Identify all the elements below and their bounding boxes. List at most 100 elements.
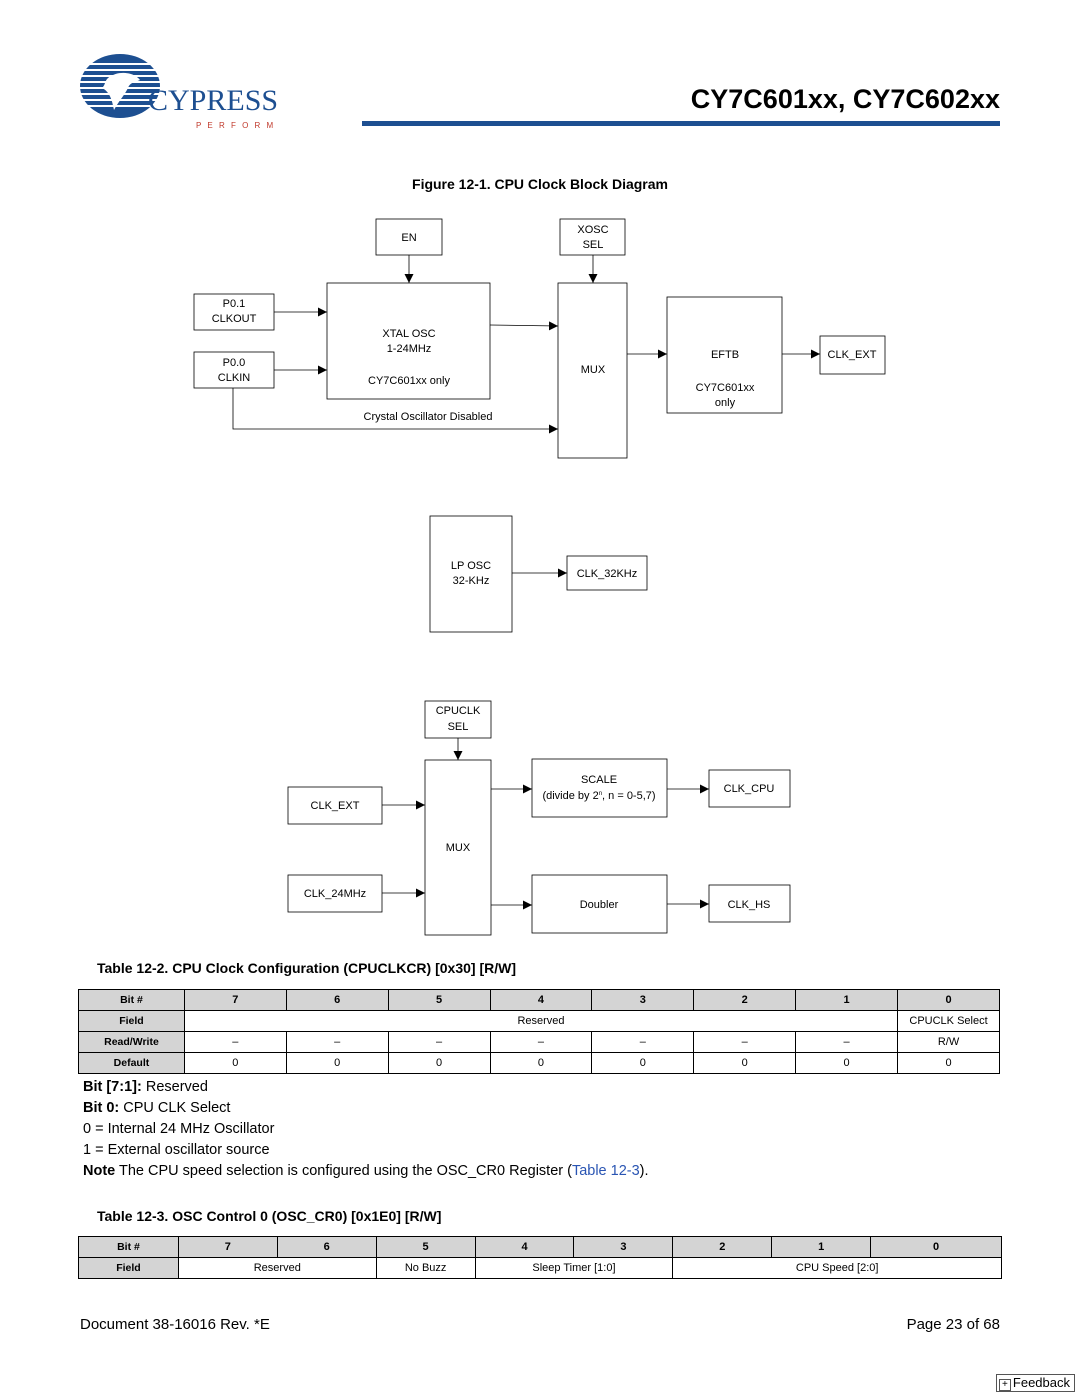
rw-cell: – [387,1031,491,1053]
brand-tagline: P E R F O R M [196,121,275,130]
bit-5: 5 [375,1236,476,1258]
note: Note The CPU speed selection is configur… [83,1163,649,1179]
bit-description: Bit [7:1]: Reserved Bit 0: CPU CLK Selec… [83,1077,649,1182]
rw-cell: – [693,1031,797,1053]
table-12-3-link[interactable]: Table 12-3 [571,1163,640,1179]
clkout-label: CLKOUT [212,313,257,325]
bit-0-desc: Bit 0: CPU CLK Select [83,1100,231,1116]
feedback-label: Feedback [1012,1375,1070,1390]
option-1: 1 = External oscillator source [83,1142,270,1158]
page-number: Page 23 of 68 [906,1316,1000,1333]
clk-hs-label: CLK_HS [728,899,771,911]
row-label: Bit # [78,1236,179,1258]
xosc-sel-label: SEL [583,239,604,251]
bit-2: 2 [693,989,797,1011]
eftb-only-label: only [715,397,736,409]
bit-0: 0 [870,1236,1002,1258]
globe-icon [80,54,160,118]
row-label: Bit # [78,989,185,1011]
mux-top-label: MUX [581,364,606,376]
osc-cr0-register-table: Bit # 7 6 5 4 3 2 1 0 Field Reserved No … [78,1236,1002,1279]
option-0: 0 = Internal 24 MHz Oscillator [83,1121,275,1137]
rw-cell: – [285,1031,389,1053]
xosc-label: XOSC [577,224,608,236]
scale-label: SCALE [581,774,617,786]
mux-box-top [557,282,628,459]
field-reserved: Reserved [183,1010,899,1032]
p00-label: P0.0 [223,357,246,369]
cpuclkcr-register-table: Bit # 7 6 5 4 3 2 1 0 Field Reserved CPU… [78,989,1000,1074]
feedback-button[interactable]: +Feedback [995,1374,1075,1392]
plus-icon: + [998,1379,1011,1391]
row-label: Default [78,1052,185,1074]
row-label: Read/Write [78,1031,185,1053]
rw-cell: – [795,1031,899,1053]
cypress-logo: CYPRESS P E R F O R M [78,52,293,134]
clk-24mhz-label: CLK_24MHz [304,888,366,900]
default-cell: 0 [183,1052,287,1074]
default-cell: 0 [897,1052,1000,1074]
scale-box [531,758,668,818]
bit-4: 4 [474,1236,575,1258]
bit-5: 5 [387,989,491,1011]
xtal-osc-box [326,282,491,400]
figure-caption: Figure 12-1. CPU Clock Block Diagram [412,176,668,192]
bit-3: 3 [591,989,695,1011]
bit-4: 4 [489,989,593,1011]
bit-number-row: Bit # 7 6 5 4 3 2 1 0 [78,1236,1002,1258]
cpuclk-label: CPUCLK [436,705,481,717]
clk-ext-top-label: CLK_EXT [828,349,877,361]
bit-2: 2 [672,1236,773,1258]
xosc-sel-box [559,218,626,256]
field-row: Field Reserved No Buzz Sleep Timer [1:0]… [78,1257,1002,1279]
xtal-only-label: CY7C601xx only [368,375,450,387]
bit-7-1-desc: Bit [7:1]: Reserved [83,1079,208,1095]
rw-cell: – [591,1031,695,1053]
xtal-osc-label: XTAL OSC [382,328,435,340]
lp-osc-label: LP OSC [451,560,491,572]
row-label: Field [78,1010,185,1032]
document-number: Document 38-16016 Rev. *E [80,1316,270,1333]
header-rule [362,121,1000,126]
clk-ext-box-top [819,335,886,375]
clk-ext-box-bottom [287,786,383,825]
table-12-2-caption: Table 12-2. CPU Clock Configuration (CPU… [97,960,516,976]
eftb-label: EFTB [711,349,739,361]
default-cell: 0 [795,1052,899,1074]
default-cell: 0 [693,1052,797,1074]
bit-1: 1 [771,1236,872,1258]
table-12-3-caption: Table 12-3. OSC Control 0 (OSC_CR0) [0x1… [97,1208,442,1224]
default-cell: 0 [489,1052,593,1074]
scale-divide-label: (divide by 2n, n = 0-5,7) [542,790,655,802]
clk-cpu-label: CLK_CPU [724,783,775,795]
lp-osc-box [429,515,513,633]
field-cpu-speed: CPU Speed [2:0] [672,1257,1002,1279]
default-cell: 0 [387,1052,491,1074]
clkin-label: CLKIN [218,372,250,384]
field-cpuclk-select: CPUCLK Select [897,1010,1000,1032]
eftb-box [666,296,783,414]
lp-freq-label: 32-KHz [453,575,490,587]
bit-7: 7 [177,1236,278,1258]
bit-7: 7 [183,989,287,1011]
brand-wordmark: CYPRESS [148,84,278,117]
cpuclk-sel-label: SEL [448,721,469,733]
clk-24mhz-box [287,874,383,913]
doubler-label: Doubler [580,899,619,911]
eftb-part-label: CY7C601xx [696,382,755,394]
field-sleep-timer: Sleep Timer [1:0] [474,1257,674,1279]
rw-cell: – [489,1031,593,1053]
rw-cell: R/W [897,1031,1000,1053]
field-row: Field Reserved CPUCLK Select [78,1010,1000,1032]
bit-6: 6 [276,1236,377,1258]
bit-3: 3 [573,1236,674,1258]
field-no-buzz: No Buzz [375,1257,476,1279]
clk-ext-bottom-label: CLK_EXT [311,800,360,812]
clk-32khz-label: CLK_32KHz [577,568,638,580]
clk-hs-box [708,884,791,923]
mux-bottom-label: MUX [446,842,471,854]
xtal-freq-label: 1-24MHz [387,343,432,355]
en-label: EN [401,232,416,244]
p01-label: P0.1 [223,298,246,310]
bit-6: 6 [285,989,389,1011]
